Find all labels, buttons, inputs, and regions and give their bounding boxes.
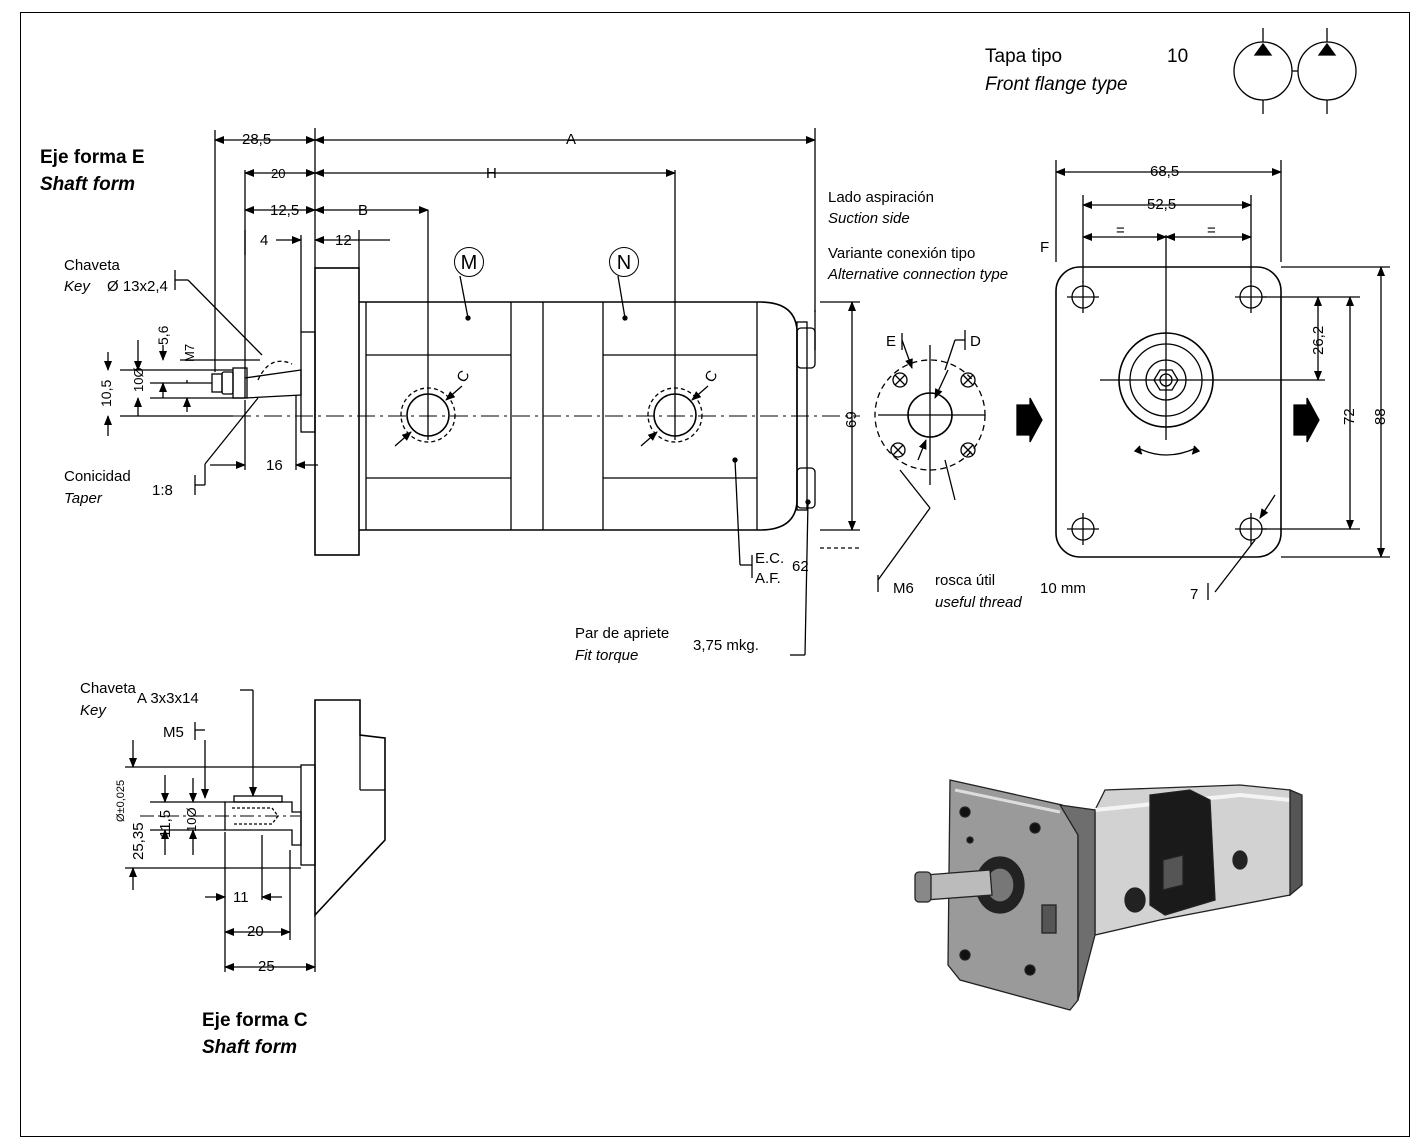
dim-e: E (886, 333, 897, 350)
marker-m: M (454, 247, 484, 277)
shaft-e-taper-ratio: 1:8 (152, 482, 173, 499)
shaft-form-e (104, 128, 816, 495)
shaft-form-c (125, 689, 386, 972)
dim-26-2: 26,2 (1310, 325, 1327, 355)
dim-a: A (566, 131, 577, 148)
variant-type-es: Variante conexión tipo (828, 245, 976, 262)
dim-equal-right: = (1207, 222, 1216, 239)
cover-type-label-en: Front flange type (985, 74, 1128, 95)
dim-28-5: 28,5 (242, 131, 272, 148)
torque-label-es: Par de apriete (575, 625, 670, 642)
torque-value: 3,75 mkg. (693, 637, 759, 654)
drawing-frame (20, 12, 1410, 1137)
dim-h: H (486, 165, 497, 182)
dim-52-5: 52,5 (1147, 196, 1177, 213)
dim-88: 88 (1372, 408, 1389, 425)
cover-type-number: 10 (1167, 46, 1189, 67)
shaft-e-key-en: Key (64, 278, 90, 295)
suction-side-es: Lado aspiración (828, 189, 934, 206)
pump-side-view (140, 170, 860, 656)
dim-12-5: 12,5 (270, 202, 300, 219)
dim-62: 62 (792, 558, 809, 575)
useful-thread-es: rosca útil (935, 572, 996, 589)
shaft-c-dim-10o: 10Ø (184, 807, 199, 832)
suction-side-en: Suction side (828, 210, 910, 227)
shaft-e-taper-es: Conicidad (64, 468, 131, 485)
dim-4: 4 (260, 232, 269, 249)
shaft-c-dim-25-35: 25,35 (130, 822, 147, 860)
dim-5-6: 5,6 (155, 325, 171, 345)
shaft-c-tolerance: Ø±0,025 (115, 779, 127, 822)
shaft-c-key-en: Key (80, 702, 106, 719)
dim-10-5: 10,5 (98, 379, 114, 407)
shaft-e-thread: M7 (182, 343, 197, 362)
dim-b: B (358, 202, 369, 219)
marker-n: N (609, 247, 639, 277)
dim-12: 12 (335, 232, 352, 249)
shaft-c-key-es: Chaveta (80, 680, 136, 697)
ec-label: E.C. (755, 550, 785, 567)
shaft-c-dim-11: 11 (233, 889, 249, 906)
shaft-c-title-es: Eje forma C (202, 1010, 308, 1031)
dim-16: 16 (266, 457, 283, 474)
shaft-e-key-es: Chaveta (64, 257, 120, 274)
port-detail-view (874, 330, 986, 592)
front-flange-view (1016, 160, 1390, 600)
shaft-c-key-spec: A 3x3x14 (137, 690, 199, 707)
dim-7: 7 (1190, 586, 1199, 603)
useful-thread-en: useful thread (935, 594, 1022, 611)
pump-photo-illustration (914, 779, 1303, 1011)
dim-equal-left: = (1116, 222, 1125, 239)
dim-10o: 10Ø (131, 367, 146, 392)
m6-label: M6 (893, 580, 914, 597)
shaft-e-title-en: Shaft form (40, 174, 135, 195)
shaft-c-dim-20: 20 (247, 923, 264, 940)
variant-type-en: Alternative connection type (828, 266, 1009, 283)
shaft-e-taper-en: Taper (64, 490, 102, 507)
shaft-c-title-en: Shaft form (202, 1037, 297, 1058)
dim-69: 69 (843, 411, 860, 428)
shaft-c-thread: M5 (163, 724, 184, 741)
shaft-e-title-es: Eje forma E (40, 147, 145, 168)
shaft-c-dim-11-5: 11,5 (157, 809, 174, 838)
dim-d: D (970, 333, 981, 350)
af-label: A.F. (755, 570, 781, 587)
double-pump-symbol-icon (1233, 28, 1357, 114)
torque-label-en: Fit torque (575, 647, 639, 664)
body-height-dims (820, 301, 860, 549)
shaft-e-key-spec: Ø 13x2,4 (107, 278, 168, 295)
shaft-c-dim-25: 25 (258, 958, 275, 975)
dim-f: F (1040, 239, 1050, 256)
dim-68-5: 68,5 (1150, 163, 1180, 180)
dim-72: 72 (1341, 408, 1358, 425)
dim-20: 20 (271, 166, 286, 181)
cover-type-label-es: Tapa tipo (985, 46, 1063, 67)
thread-length: 10 mm (1040, 580, 1086, 597)
